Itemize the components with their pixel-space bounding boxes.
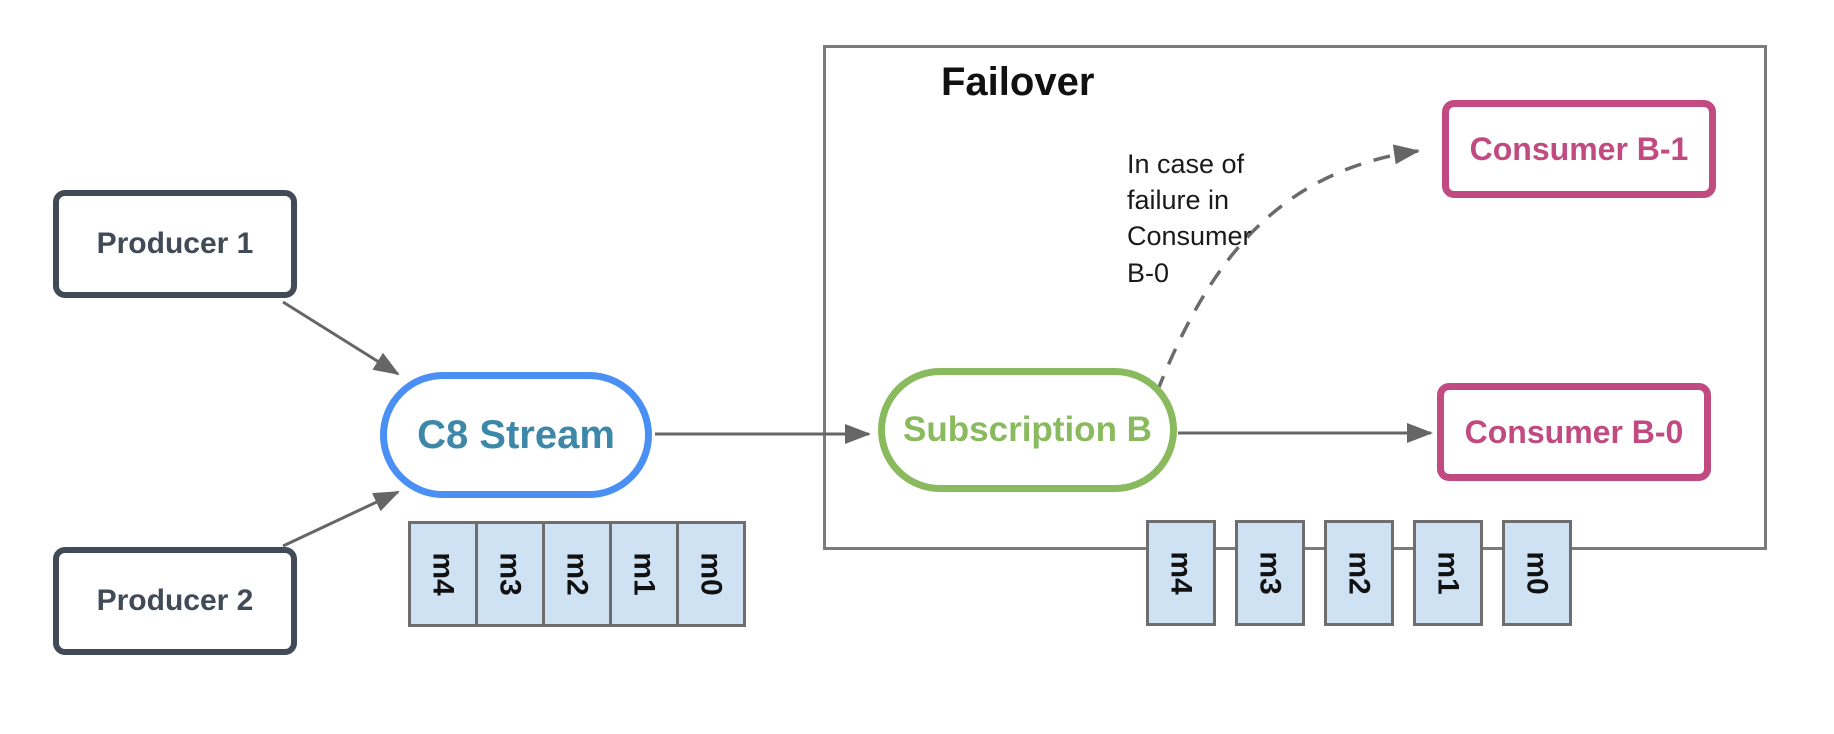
subscription-queue-label-m3: m3 <box>1253 551 1287 595</box>
subscription-queue-label-m4: m4 <box>1164 551 1198 595</box>
producer-2-node: Producer 2 <box>53 547 297 655</box>
dashed-arrow-subscription-to-consumer-b1 <box>1155 144 1420 393</box>
stream-queue-cell-m0: m0 <box>676 521 746 627</box>
arrow-producer2-to-stream <box>282 490 400 548</box>
subscription-queue-cell-m3: m3 <box>1235 520 1305 626</box>
consumer-b1-label: Consumer B-1 <box>1469 130 1689 167</box>
stream-queue-label-m0: m0 <box>694 552 728 596</box>
stream-queue-label-m2: m2 <box>560 552 594 596</box>
stream-queue-cell-m4: m4 <box>408 521 478 627</box>
subscription-b-node: Subscription B <box>878 368 1177 492</box>
stream-queue-cell-m1: m1 <box>609 521 679 627</box>
stream-message-queue: m4 m3 m2 m1 m0 <box>408 521 746 627</box>
producer-1-node: Producer 1 <box>53 190 297 298</box>
subscription-queue-cell-m0: m0 <box>1502 520 1572 626</box>
subscription-queue-label-m2: m2 <box>1342 551 1376 595</box>
consumer-b0-node: Consumer B-0 <box>1437 383 1711 481</box>
c8-stream-label: C8 Stream <box>417 412 615 457</box>
subscription-queue-cell-m2: m2 <box>1324 520 1394 626</box>
consumer-b1-node: Consumer B-1 <box>1442 100 1716 198</box>
subscription-queue-cell-m1: m1 <box>1413 520 1483 626</box>
stream-queue-cell-m3: m3 <box>475 521 545 627</box>
subscription-message-queue: m4 m3 m2 m1 m0 <box>1146 520 1572 626</box>
producer-2-label: Producer 2 <box>96 584 254 617</box>
subscription-queue-cell-m4: m4 <box>1146 520 1216 626</box>
failover-note-text: In case of failure in Consumer B-0 <box>1127 149 1252 288</box>
subscription-queue-label-m1: m1 <box>1431 551 1465 595</box>
arrow-producer1-to-stream <box>282 300 400 376</box>
stream-queue-label-m4: m4 <box>426 552 460 596</box>
subscription-b-label: Subscription B <box>903 410 1152 449</box>
producer-1-label: Producer 1 <box>96 227 254 260</box>
stream-queue-cell-m2: m2 <box>542 521 612 627</box>
failover-group-title: Failover <box>941 60 1095 104</box>
stream-queue-label-m3: m3 <box>493 552 527 596</box>
consumer-b0-label: Consumer B-0 <box>1464 413 1684 450</box>
subscription-queue-label-m0: m0 <box>1520 551 1554 595</box>
stream-queue-label-m1: m1 <box>627 552 661 596</box>
c8-stream-node: C8 Stream <box>380 372 652 498</box>
